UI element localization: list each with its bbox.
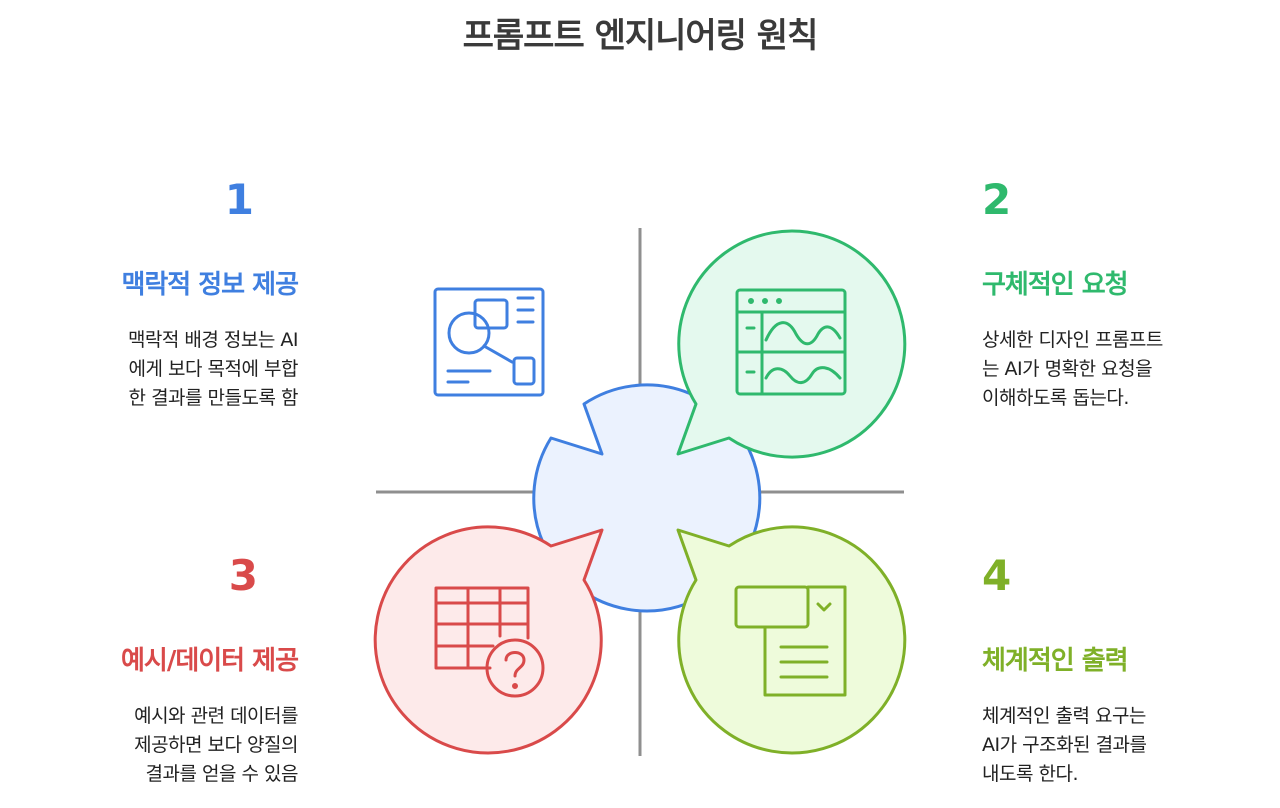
principle-3-number: 3 xyxy=(228,551,258,600)
principle-4: 4 체계적인 출력 체계적인 출력 요구는 AI가 구조화된 결과를 내도록 한… xyxy=(982,552,1242,792)
speech-bubble-2 xyxy=(676,229,907,459)
principle-1-description: 맥락적 배경 정보는 AI 에게 보다 목적에 부합 한 결과를 만들도록 함 xyxy=(127,329,299,409)
principle-3-description: 예시와 관련 데이터를 제공하면 보다 양질의 결과를 얻을 수 있음 xyxy=(134,705,298,785)
principle-4-heading: 체계적인 출력 xyxy=(982,646,1129,676)
principle-2-description: 상세한 디자인 프롬프트 는 AI가 명확한 요청을 이해하도록 돕는다. xyxy=(982,329,1163,409)
principle-4-description: 체계적인 출력 요구는 AI가 구조화된 결과를 내도록 한다. xyxy=(982,705,1147,785)
browser-waveform-icon xyxy=(735,288,847,396)
table-question-icon xyxy=(434,586,545,698)
principle-3: 3 예시/데이터 제공 예시와 관련 데이터를 제공하면 보다 양질의 결과를 … xyxy=(60,551,299,792)
principle-1-number: 1 xyxy=(224,175,254,224)
principle-3-heading: 예시/데이터 제공 xyxy=(121,646,299,676)
speech-bubble-4 xyxy=(676,525,907,755)
principle-2-heading: 구체적인 요청 xyxy=(982,270,1129,300)
principle-2: 2 구체적인 요청 상세한 디자인 프롬프트 는 AI가 명확한 요청을 이해하… xyxy=(982,176,1242,416)
page-title: 프롬프트 엔지니어링 원칙 xyxy=(462,16,819,56)
principle-2-number: 2 xyxy=(982,175,1012,224)
document-dropdown-icon xyxy=(734,585,847,697)
principle-1-heading: 맥락적 정보 제공 xyxy=(121,270,299,300)
principle-1: 1 맥락적 정보 제공 맥락적 배경 정보는 AI 에게 보다 목적에 부합 한… xyxy=(60,175,299,416)
principle-4-number: 4 xyxy=(982,551,1012,600)
speech-bubble-3 xyxy=(373,525,604,755)
layout-diagram-icon xyxy=(433,287,545,397)
